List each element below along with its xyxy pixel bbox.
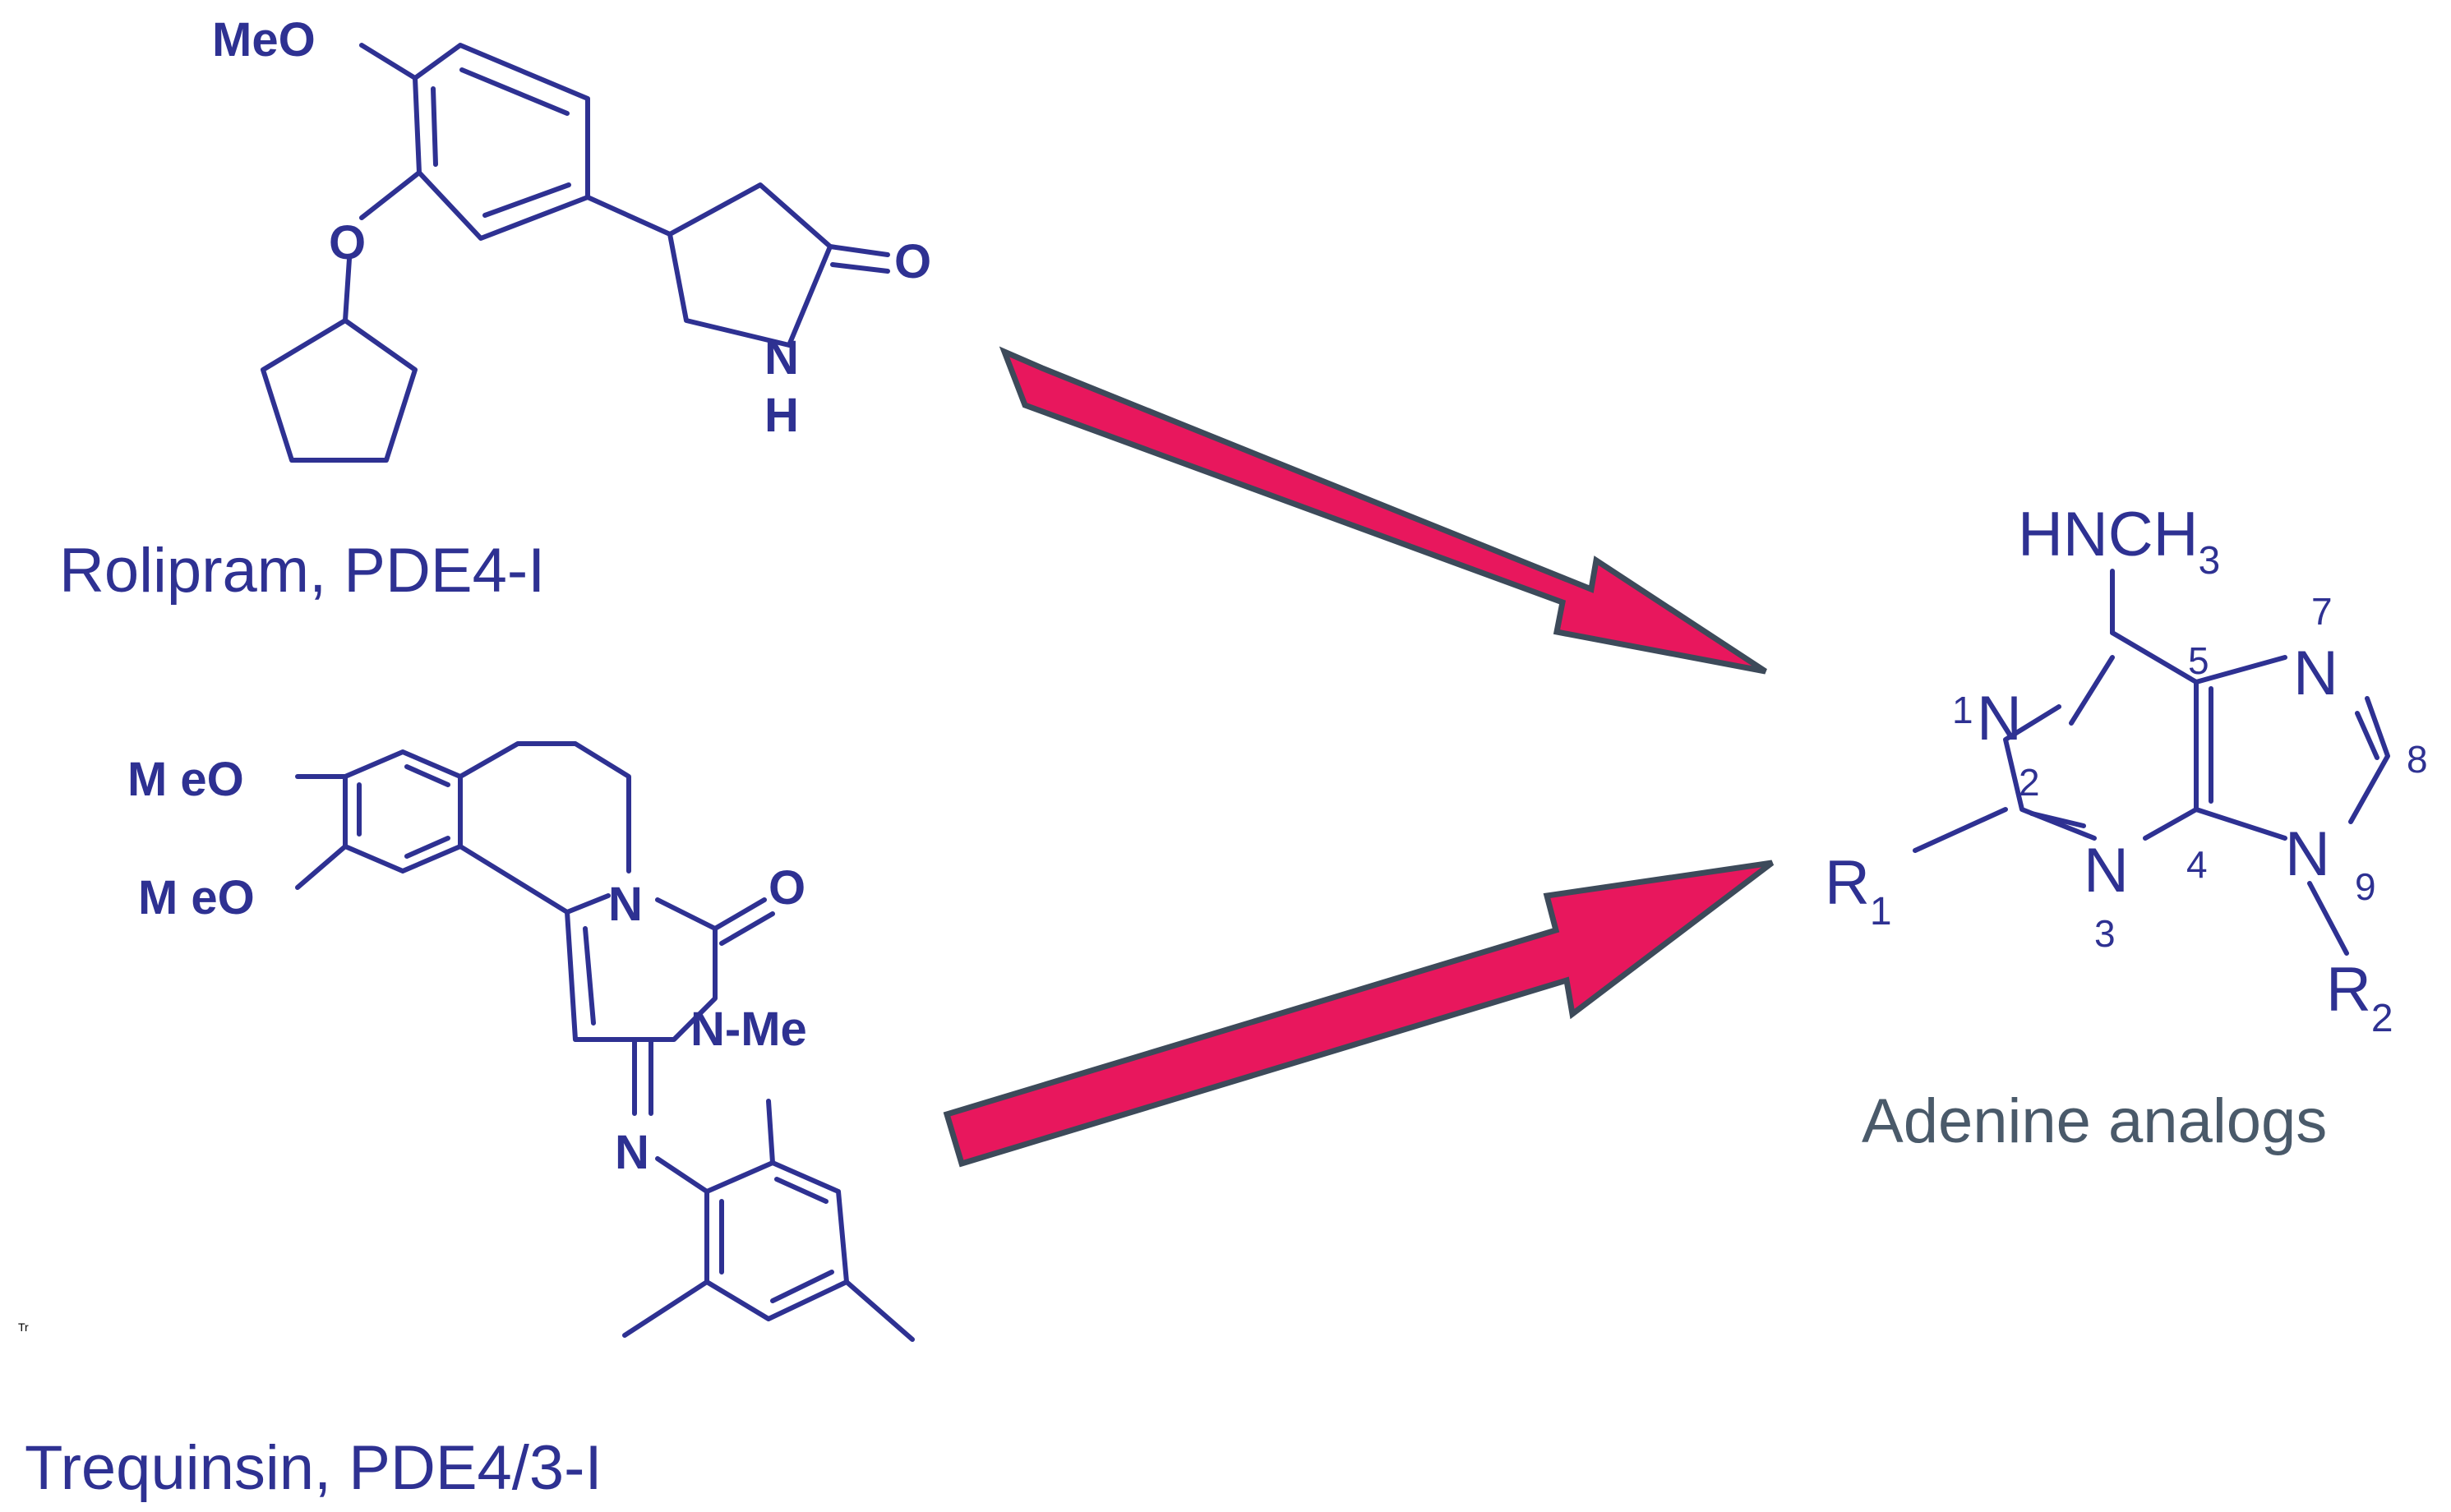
rolipram-ether-bond bbox=[359, 170, 422, 220]
adenine-n7-label: N bbox=[2293, 638, 2338, 708]
adenine-r2-label: R2 bbox=[2326, 955, 2393, 1040]
adenine-hnch-label: HNCH3 bbox=[2018, 500, 2220, 583]
adenine-r1-bond bbox=[1913, 807, 2008, 853]
adenine-n9-label: N bbox=[2285, 819, 2330, 889]
rolipram-cyclopentane bbox=[261, 318, 418, 463]
rolipram-structure: MeO O O N H bbox=[212, 13, 931, 463]
adenine-imidazole-ring bbox=[2194, 655, 2390, 841]
adenine-position-9: 9 bbox=[2355, 865, 2376, 908]
rolipram-ether-o-label: O bbox=[329, 216, 366, 270]
adenine-position-4: 4 bbox=[2186, 843, 2208, 886]
adenine-position-7: 7 bbox=[2311, 590, 2333, 633]
trequinsin-n-me-label: N-Me bbox=[690, 1003, 807, 1056]
trequinsin-carbonyl-o-label: O bbox=[769, 861, 805, 915]
rolipram-carbonyl-bond bbox=[828, 244, 890, 274]
trequinsin-caption: Trequinsin, PDE4/3-I bbox=[25, 1433, 602, 1503]
trequinsin-meo-bottom-bond bbox=[295, 844, 348, 890]
trequinsin-fusion-bond bbox=[458, 844, 611, 915]
trequinsin-structure: M eO M eO N O N-Me N bbox=[127, 741, 915, 1342]
adenine-position-1: 1 bbox=[1952, 689, 1973, 731]
trequinsin-tiny-mark: Tr bbox=[18, 1321, 29, 1334]
adenine-caption: Adenine analogs bbox=[1862, 1086, 2327, 1156]
rolipram-n-label: N bbox=[764, 331, 799, 385]
adenine-structure: HNCH3 N N N N R1 R2 1 2 3 4 5 7 8 9 bbox=[1825, 500, 2428, 1040]
adenine-pyrimidine-ring bbox=[2003, 630, 2199, 841]
trequinsin-benzene-inner-bonds bbox=[357, 764, 450, 859]
rolipram-carbonyl-o-label: O bbox=[894, 235, 931, 288]
adenine-position-3: 3 bbox=[2094, 912, 2116, 955]
trequinsin-imine-aryl-bond bbox=[655, 1156, 709, 1194]
adenine-n3-label: N bbox=[2084, 836, 2129, 906]
trequinsin-mesityl-methyls bbox=[622, 1099, 915, 1342]
adenine-position-5: 5 bbox=[2188, 639, 2209, 682]
rolipram-meo-label: MeO bbox=[212, 13, 316, 67]
rolipram-ether-cyclopentyl-bond bbox=[343, 256, 352, 323]
adenine-ring-double-bonds bbox=[2029, 655, 2213, 828]
rolipram-pyrrolidinone-ring bbox=[667, 182, 833, 348]
trequinsin-carbonyl-bond bbox=[713, 897, 775, 946]
trequinsin-mesityl-ring bbox=[704, 1160, 849, 1321]
adenine-n1-label: N bbox=[1977, 684, 2022, 754]
adenine-r1-label: R1 bbox=[1825, 848, 1892, 933]
trequinsin-mesityl-inner-bonds bbox=[719, 1177, 834, 1303]
trequinsin-meo-top-label: M eO bbox=[127, 753, 244, 806]
adenine-r2-bond bbox=[2307, 881, 2349, 956]
trequinsin-pyrimidinone-ring bbox=[565, 897, 718, 1042]
trequinsin-ring-n-label: N bbox=[608, 878, 643, 931]
trequinsin-ring-double-bond bbox=[583, 926, 596, 1026]
rolipram-h-label: H bbox=[764, 389, 799, 442]
trequinsin-benzene-ring bbox=[343, 749, 463, 874]
trequinsin-ethylene-ring bbox=[458, 741, 631, 874]
trequinsin-imine-n-label: N bbox=[615, 1126, 649, 1179]
rolipram-meo-bond bbox=[359, 43, 418, 81]
rolipram-caption: Rolipram, PDE4-I bbox=[59, 536, 545, 606]
rolipram-benzene-inner-bonds bbox=[431, 67, 571, 218]
arrow-rolipram-to-adenine bbox=[999, 346, 1767, 675]
arrow-trequinsin-to-adenine bbox=[943, 860, 1775, 1168]
trequinsin-meo-bottom-label: M eO bbox=[138, 871, 255, 924]
adenine-imidazole-double-bond bbox=[2355, 711, 2379, 760]
rolipram-aryl-link-bond bbox=[585, 195, 672, 237]
adenine-position-2: 2 bbox=[2019, 761, 2040, 804]
adenine-position-8: 8 bbox=[2407, 738, 2428, 781]
trequinsin-imine-bond bbox=[632, 1037, 653, 1116]
